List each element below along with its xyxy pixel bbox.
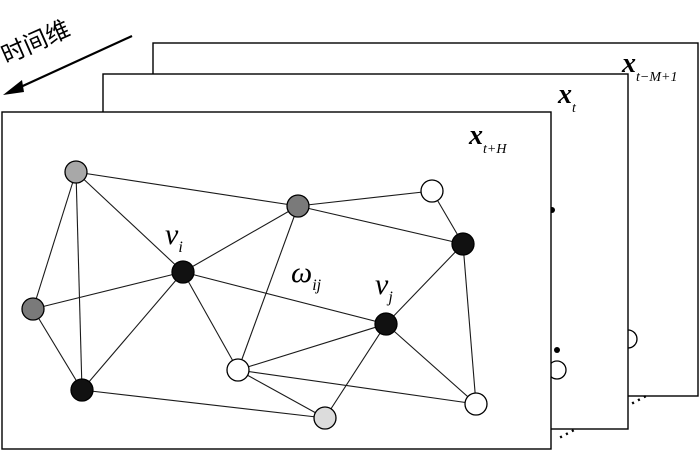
graph-node-gray	[286, 194, 310, 218]
graph-edge	[32, 171, 77, 310]
label-omega-ij: ωij	[291, 256, 322, 294]
graph-edge	[324, 323, 387, 419]
graph-edge	[75, 171, 184, 273]
graph-node-black	[70, 378, 94, 402]
frame-front-label: xt+H	[468, 120, 507, 157]
graph-edge	[237, 205, 299, 371]
graph-edge	[182, 271, 239, 371]
graph-edge	[237, 369, 477, 405]
graph-edge	[462, 243, 477, 405]
frame-back-label: xt−M+1	[621, 48, 677, 85]
label-vj: vj	[375, 268, 393, 306]
graph-edge	[297, 205, 464, 245]
graph-edge	[385, 243, 464, 325]
graph-edge	[182, 271, 387, 325]
graph-node-black	[451, 232, 475, 256]
graph-edge	[182, 205, 299, 273]
graph-edge	[75, 171, 299, 207]
graph-node-white	[464, 392, 488, 416]
graph-edge	[81, 389, 326, 419]
middle-frame-node-stub	[554, 347, 560, 353]
frame-middle-label: xt	[557, 79, 577, 116]
graph-edge	[75, 171, 83, 391]
time-axis-label: 时间维	[0, 15, 74, 70]
frame-front: xt+H	[1, 111, 552, 450]
time-arrow-shaft	[13, 34, 133, 92]
label-vi: vi	[165, 218, 183, 256]
graph-nodes	[21, 160, 488, 430]
graph-edge	[81, 271, 184, 391]
time-arrow-head	[3, 80, 24, 95]
graph-node-gray	[21, 297, 45, 321]
graph-node-white	[226, 358, 250, 382]
graph-edge	[237, 369, 326, 419]
graph-edge	[32, 308, 83, 391]
graph-edge	[297, 190, 433, 207]
graph-node-vj	[374, 312, 398, 336]
graph-node-vi	[171, 260, 195, 284]
graph-node-gray	[64, 160, 88, 184]
frame-front-border	[1, 111, 552, 450]
graph-node-light-gray	[313, 406, 337, 430]
graph-edge	[385, 323, 477, 405]
graph-edge	[237, 323, 387, 371]
graph-edge	[32, 271, 184, 310]
graph-node-white	[420, 179, 444, 203]
